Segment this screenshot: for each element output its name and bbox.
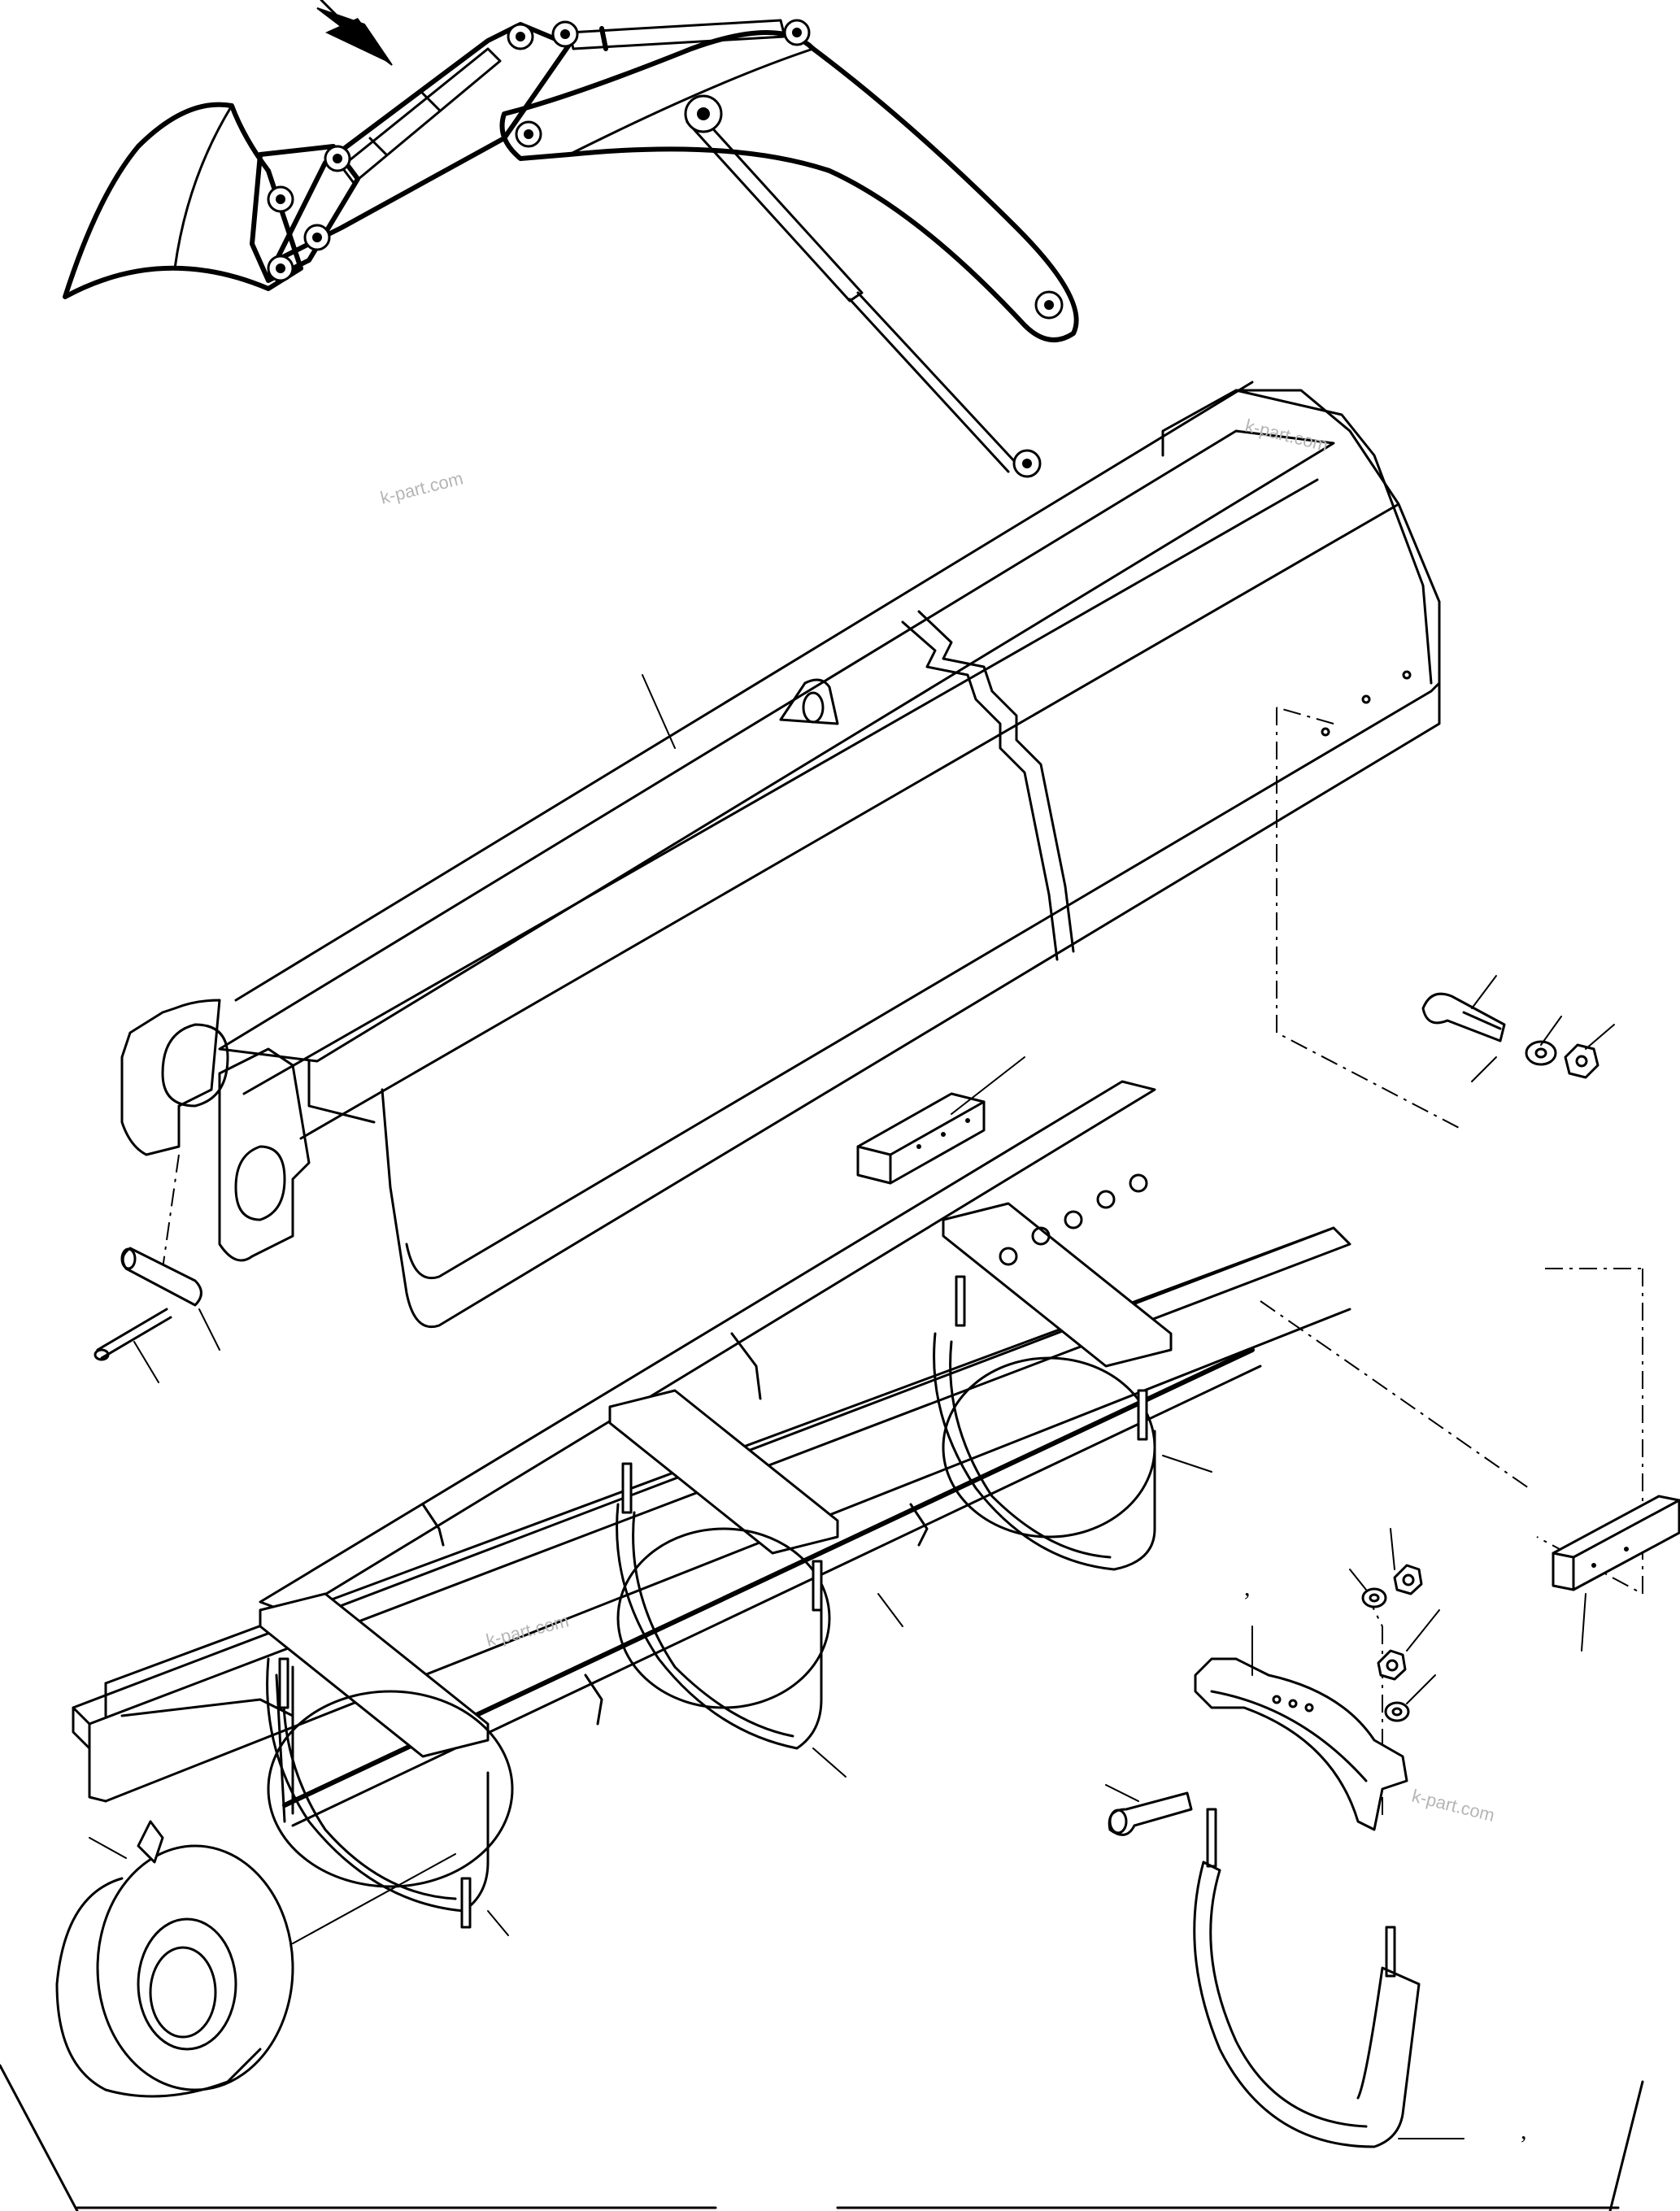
watermark-4: k-part.com	[1410, 1786, 1497, 1826]
comma-mark-1: ,	[1244, 1574, 1251, 1601]
boom	[499, 30, 1079, 342]
channel-beam-assembly	[72, 1080, 1351, 1936]
watermark-2: k-part.com	[1243, 416, 1330, 455]
view-direction-arrow-icon	[316, 0, 393, 66]
u-strap-clamp	[1193, 1808, 1465, 2148]
half-clamp-set	[1105, 1528, 1440, 1836]
pivot-pins	[267, 19, 1064, 478]
threaded-studs	[278, 1275, 1148, 1929]
bolt-washer-nut-set	[1421, 975, 1615, 1079]
pin-and-cotter	[94, 1247, 220, 1383]
watermark-1: k-part.com	[378, 468, 465, 507]
right-spacer-block	[1552, 1495, 1680, 1652]
swivel-hub	[55, 1820, 456, 2098]
leader-lines	[642, 674, 1497, 1082]
spacer-block	[856, 1056, 1025, 1185]
boom-lift-cylinder	[685, 112, 864, 302]
watermark-3: k-part.com	[484, 1610, 571, 1650]
bucket-cylinder	[340, 47, 502, 185]
frame-outline	[0, 2064, 1644, 2211]
boom-cover-guard	[120, 381, 1441, 1328]
excavator-arm-inset	[63, 19, 1079, 478]
bucket-outline	[63, 102, 303, 299]
comma-mark-2: ,	[1521, 2117, 1527, 2144]
